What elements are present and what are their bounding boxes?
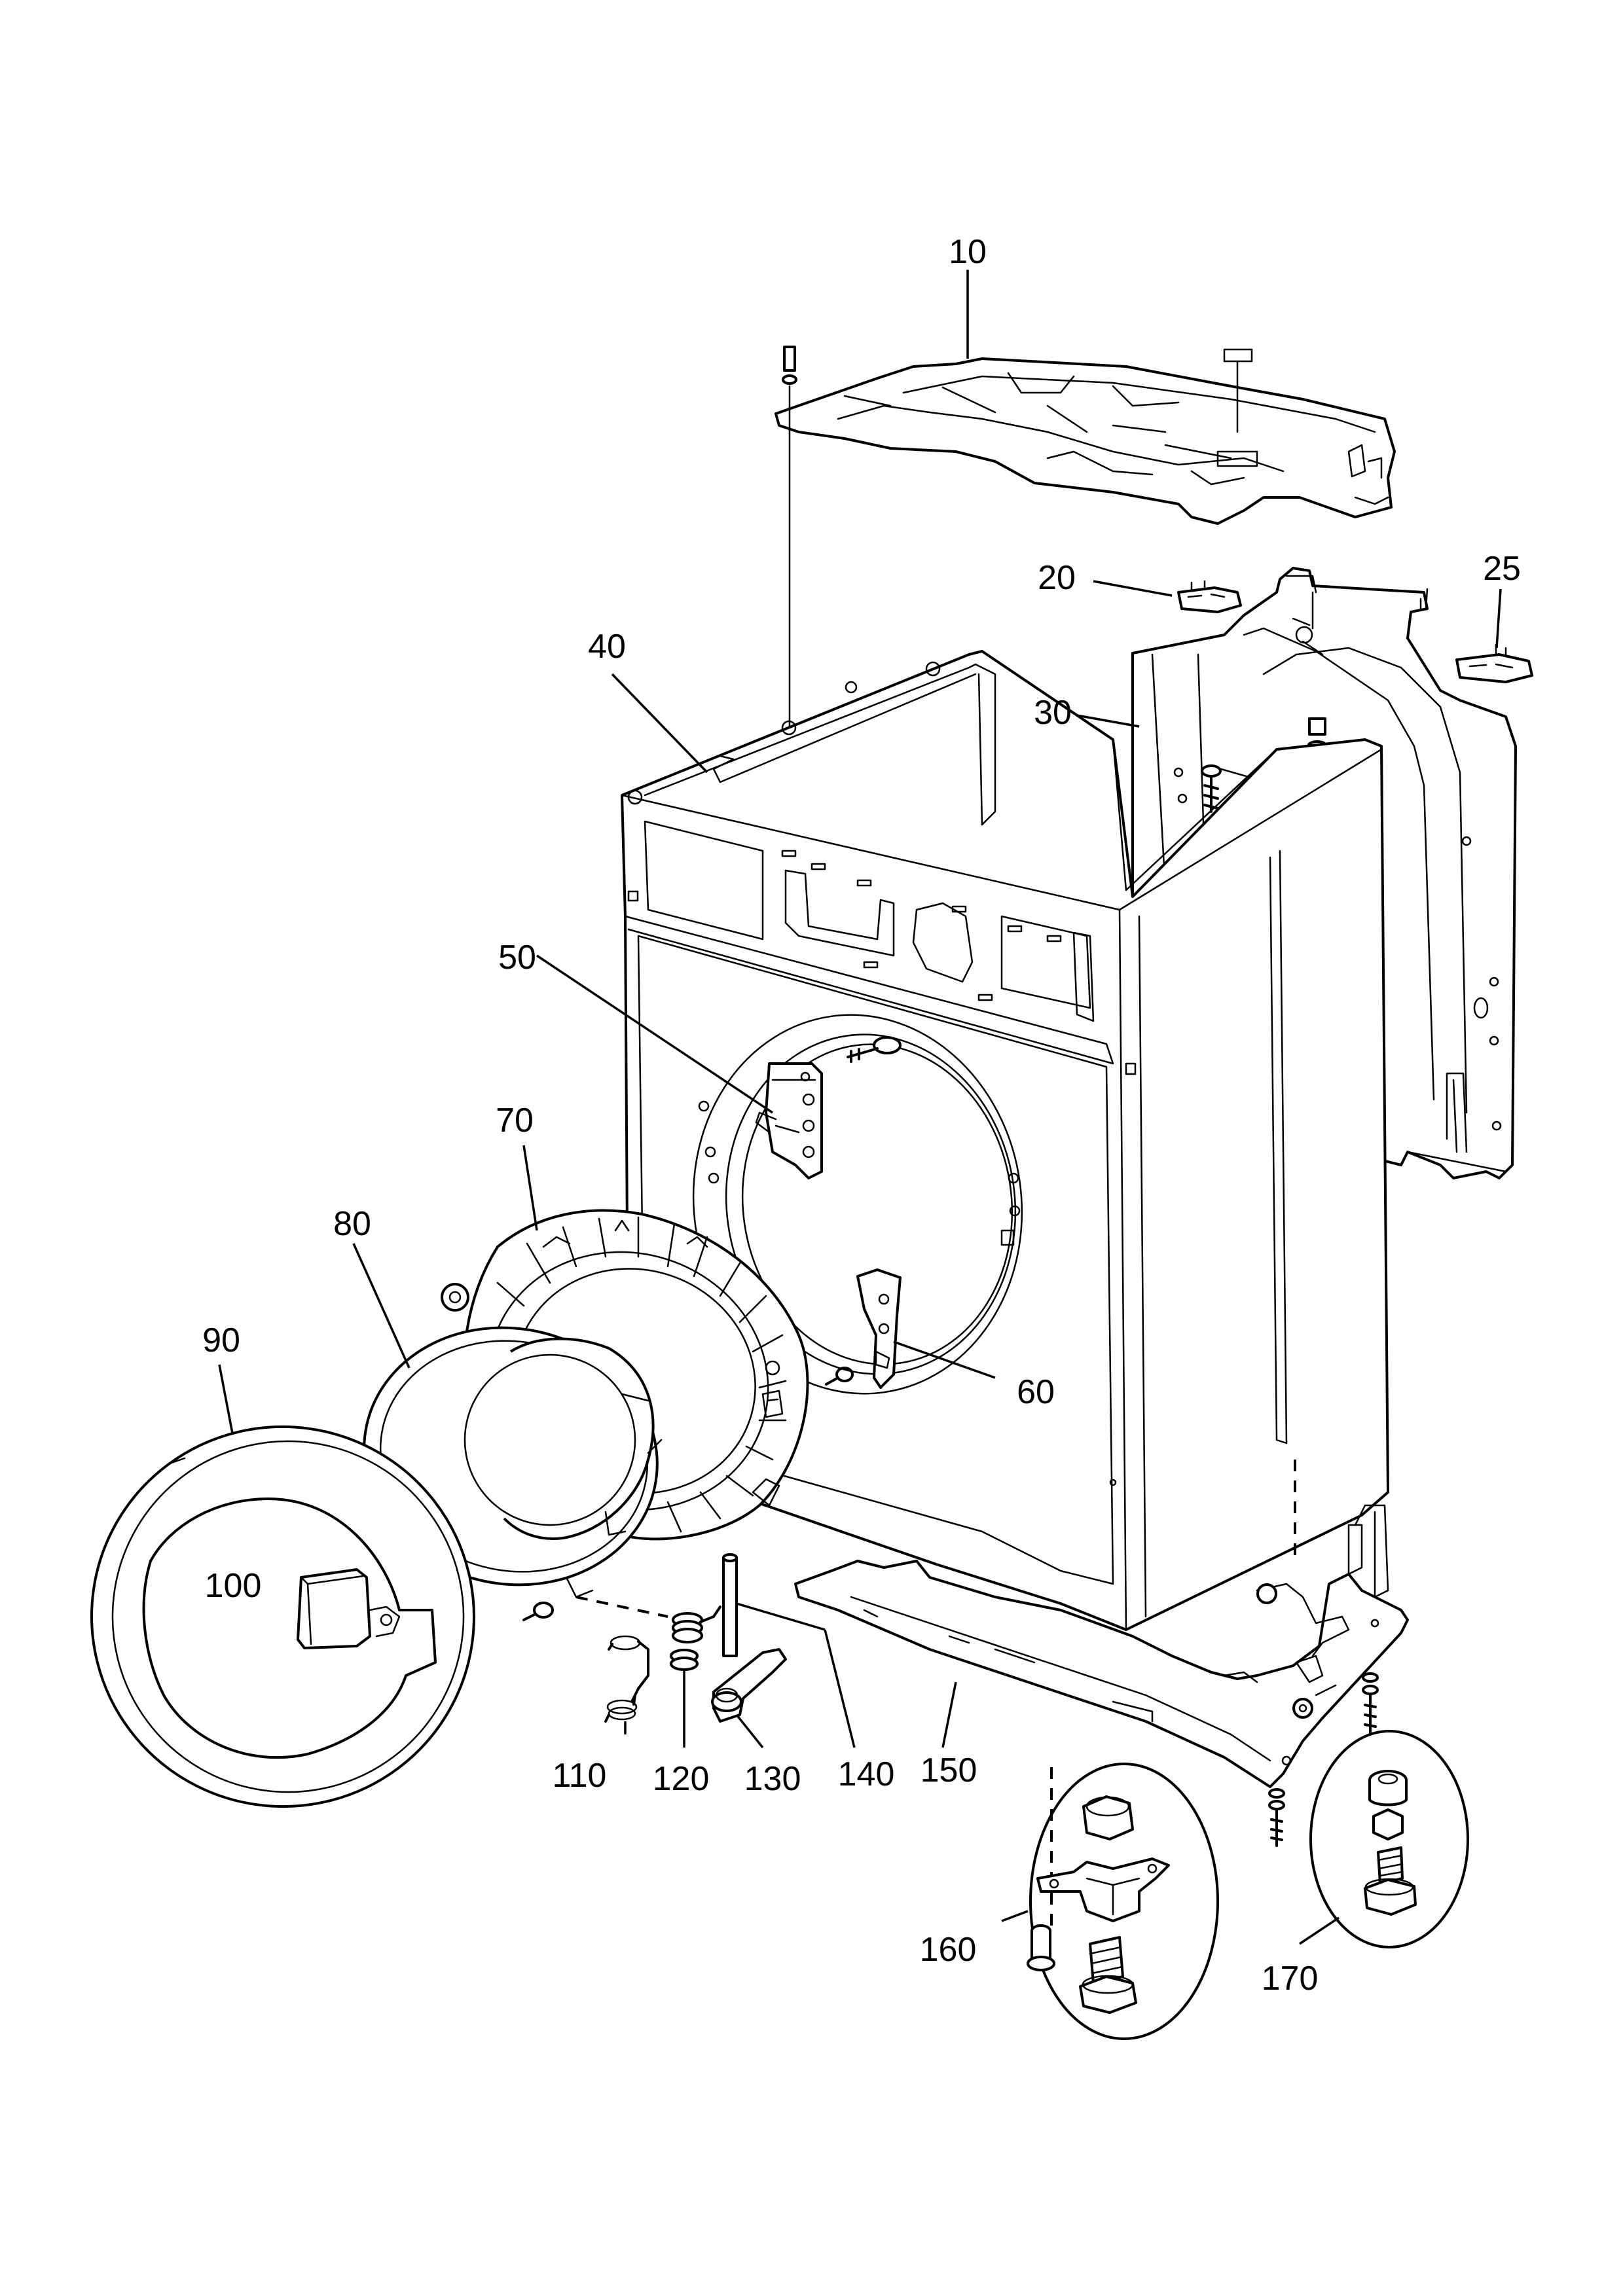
label-140: 140 [838, 1755, 895, 1793]
part-labels: 10 20 25 30 40 50 60 70 80 90 100 110 12… [202, 233, 1521, 1998]
part-40-cabinet [621, 650, 1389, 1631]
part-30-rear-panel [1131, 567, 1517, 1179]
label-130: 130 [744, 1760, 801, 1798]
part-150-screws [1268, 1672, 1379, 1847]
part-110-spring [604, 1635, 649, 1723]
label-70: 70 [496, 1102, 534, 1139]
part-25-bracket [1455, 643, 1533, 683]
label-25: 25 [1483, 550, 1521, 588]
part-10-top-frame [775, 346, 1396, 525]
label-60: 60 [1017, 1373, 1055, 1411]
part-150-base-frame [794, 1504, 1409, 1788]
part-20-bracket [1177, 580, 1242, 613]
label-170: 170 [1262, 1960, 1319, 1998]
part-100-handle [297, 1568, 401, 1649]
label-80: 80 [333, 1205, 371, 1243]
label-160: 160 [920, 1931, 977, 1969]
part-door-pin [522, 1511, 668, 1621]
label-120: 120 [653, 1760, 710, 1798]
part-170-foot-assembly [1309, 1730, 1469, 1948]
part-50-hinge [755, 1036, 902, 1179]
label-40: 40 [588, 628, 626, 666]
label-20: 20 [1038, 559, 1076, 597]
part-120-spring-coils [670, 1605, 721, 1671]
part-160-foot-assembly [1027, 1763, 1219, 2040]
label-50: 50 [498, 939, 536, 977]
label-110: 110 [553, 1757, 607, 1795]
part-140-pin [722, 1553, 738, 1657]
part-130-cam [711, 1648, 787, 1723]
label-90: 90 [202, 1321, 240, 1359]
leader-lines [218, 270, 1502, 1945]
label-10: 10 [949, 233, 987, 271]
label-100: 100 [205, 1567, 262, 1605]
label-30: 30 [1034, 694, 1072, 732]
part-90-door-ring [90, 1425, 475, 1808]
label-150: 150 [921, 1751, 977, 1789]
part-60-striker [825, 1268, 902, 1389]
